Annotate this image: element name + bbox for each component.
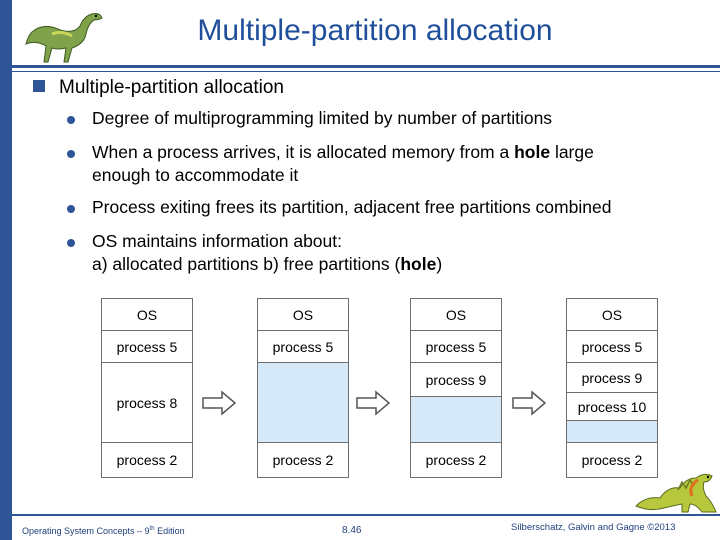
memory-diagram-4: OS process 5 process 9 process 10 proces… xyxy=(566,298,658,478)
memory-partition: process 2 xyxy=(581,452,643,468)
memory-partition: process 5 xyxy=(102,331,192,363)
footer-divider xyxy=(12,514,720,516)
round-bullet-icon xyxy=(67,205,75,213)
memory-partition: process 8 xyxy=(102,363,192,443)
title-divider xyxy=(12,65,720,68)
square-bullet-icon xyxy=(33,80,45,92)
round-bullet-icon xyxy=(67,239,75,247)
memory-hole xyxy=(567,421,657,443)
memory-diagram-3: OS process 5 process 9 process 2 xyxy=(410,298,502,478)
memory-partition: process 10 xyxy=(567,393,657,421)
memory-partition: OS xyxy=(258,299,348,331)
arrow-right-icon xyxy=(512,390,546,416)
sub-bullet-text: OS maintains information about: a) alloc… xyxy=(92,231,443,274)
memory-partition: process 9 xyxy=(567,363,657,393)
sub-bullet-text: Process exiting frees its partition, adj… xyxy=(92,197,612,217)
main-bullet-text: Multiple-partition allocation xyxy=(59,77,284,98)
slide-title: Multiple-partition allocation xyxy=(197,14,553,47)
memory-hole xyxy=(258,363,348,443)
sub-bullet-text: When a process arrives, it is allocated … xyxy=(92,142,594,185)
footer-book-title: Operating System Concepts – 9th Edition xyxy=(22,526,185,536)
title-divider-thin xyxy=(12,71,720,72)
dinosaur-logo-icon xyxy=(25,13,103,63)
memory-diagram-2: OS process 5 process 2 xyxy=(257,298,349,478)
memory-partition: process 5 xyxy=(411,331,501,363)
left-accent-bar xyxy=(0,0,12,540)
memory-partition: process 2 xyxy=(425,452,487,468)
dinosaur-mascot-icon xyxy=(635,473,717,513)
memory-partition: process 5 xyxy=(258,331,348,363)
memory-hole xyxy=(411,397,501,443)
memory-partition: process 2 xyxy=(272,452,334,468)
memory-partition: OS xyxy=(567,299,657,331)
memory-partition: OS xyxy=(102,299,192,331)
memory-diagram-1: OS process 5 process 8 process 2 xyxy=(101,298,193,478)
arrow-right-icon xyxy=(356,390,390,416)
footer-page-number: 8.46 xyxy=(342,525,362,536)
memory-partition: OS xyxy=(411,299,501,331)
round-bullet-icon xyxy=(67,150,75,158)
main-bullet: Multiple-partition allocation xyxy=(33,77,284,99)
memory-partition: process 2 xyxy=(116,452,178,468)
memory-partition: process 9 xyxy=(411,363,501,397)
arrow-right-icon xyxy=(202,390,236,416)
round-bullet-icon xyxy=(67,116,75,124)
footer-authors: Silberschatz, Galvin and Gagne ©2013 xyxy=(511,522,676,533)
sub-bullet-text: Degree of multiprogramming limited by nu… xyxy=(92,108,553,128)
memory-partition: process 5 xyxy=(567,331,657,363)
